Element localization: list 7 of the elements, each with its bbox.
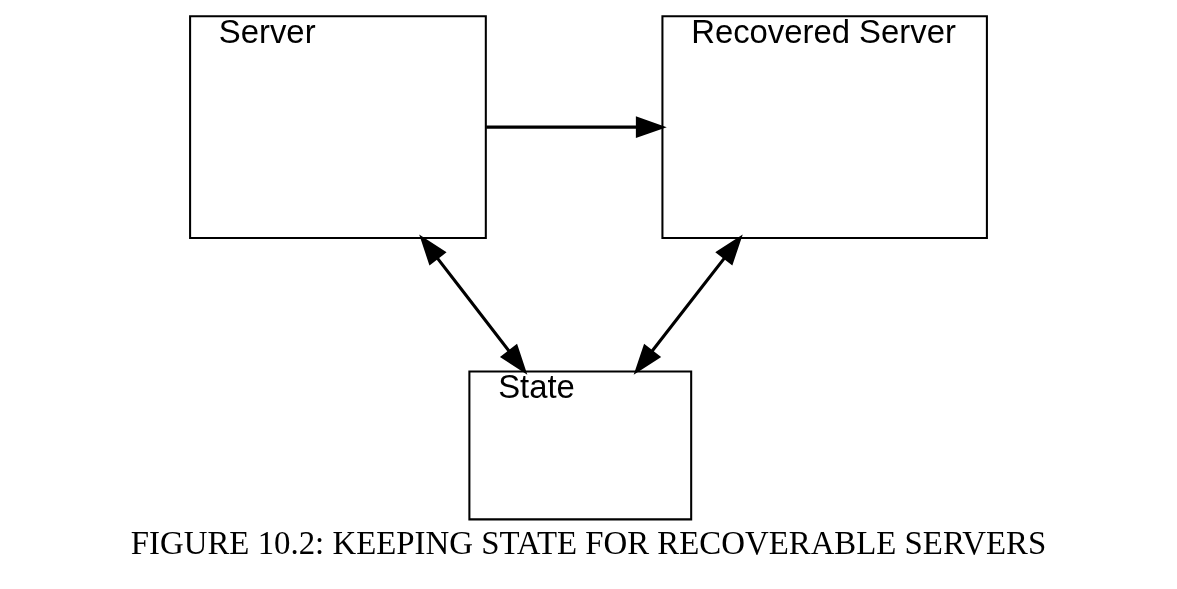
node-box: Recovered Server [661, 15, 988, 240]
arrow [486, 116, 667, 138]
node-box: Server [189, 15, 487, 240]
node-box: State [468, 370, 693, 521]
arrow [633, 234, 743, 375]
arrow [419, 234, 528, 375]
caption: FIGURE 10.2: KEEPING STATE FOR RECOVERABLE SERVERS [130, 524, 1047, 561]
